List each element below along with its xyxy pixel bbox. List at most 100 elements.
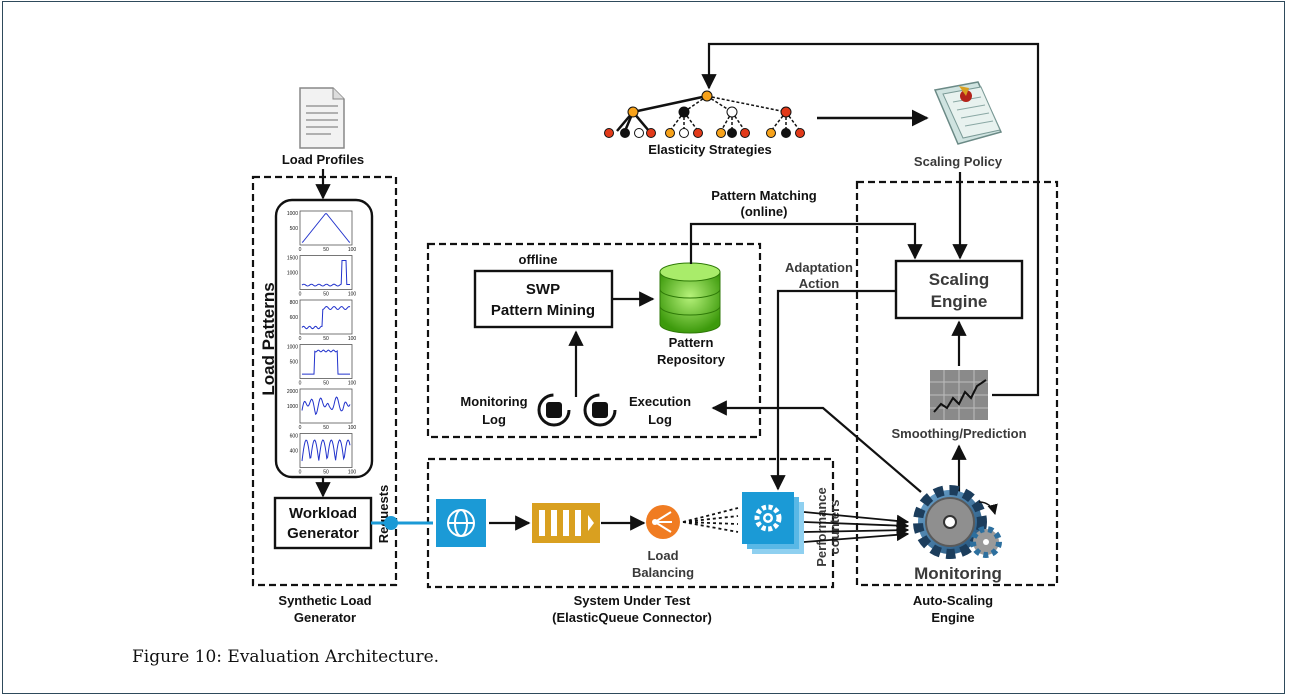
mini-chart-ytick: 1000 bbox=[287, 404, 298, 410]
mini-chart-ytick: 600 bbox=[290, 315, 299, 321]
mini-chart-xtick: 50 bbox=[323, 381, 329, 387]
ase-label-2: Engine bbox=[931, 610, 974, 625]
mini-chart: 1500 1000 0 50 100 bbox=[287, 255, 357, 298]
mini-chart: 1000 500 0 50 100 bbox=[287, 344, 357, 387]
ase-label-1: Auto-Scaling bbox=[913, 593, 993, 608]
workload-generator-label-1: Workload bbox=[289, 505, 357, 522]
arrow-adaptation-action bbox=[770, 289, 896, 491]
chart-icon bbox=[930, 370, 988, 420]
scaling-engine-label-1: Scaling bbox=[929, 270, 989, 289]
mini-chart-xtick: 100 bbox=[348, 336, 357, 342]
mini-chart: 2000 1000 0 50 100 bbox=[287, 388, 357, 431]
mini-chart-line bbox=[302, 349, 350, 375]
load-balancer-icon bbox=[646, 505, 680, 539]
dispatch-dashes bbox=[682, 507, 739, 533]
mini-chart-xtick: 0 bbox=[299, 381, 302, 387]
swp-label-1: SWP bbox=[526, 281, 560, 298]
gears-icon bbox=[913, 485, 1002, 559]
counter-arrows bbox=[803, 511, 910, 543]
mini-chart-xtick: 50 bbox=[323, 470, 329, 476]
synthetic-load-generator-box bbox=[251, 175, 398, 587]
scaling-engine-box bbox=[894, 259, 1024, 320]
smoothing-label: Smoothing/Prediction bbox=[891, 426, 1026, 441]
mini-chart-xtick: 0 bbox=[299, 470, 302, 476]
arrow-monitoring-to-execution-log bbox=[711, 400, 922, 493]
mini-chart-ytick: 400 bbox=[290, 449, 299, 455]
swp-label-2: Pattern Mining bbox=[491, 302, 595, 319]
mini-chart-xtick: 50 bbox=[323, 336, 329, 342]
sut-label-2: (ElasticQueue Connector) bbox=[552, 610, 712, 625]
mini-chart-xtick: 50 bbox=[323, 425, 329, 431]
offline-box bbox=[426, 242, 762, 439]
mini-chart: 800 600 0 50 100 bbox=[290, 299, 357, 342]
tree-icon bbox=[604, 90, 805, 138]
synthetic-label-2: Generator bbox=[294, 610, 356, 625]
arrow-pattern-matching bbox=[689, 222, 923, 264]
mini-chart-xtick: 100 bbox=[348, 292, 357, 298]
workload-generator-box bbox=[273, 496, 373, 550]
log-cycle-icon bbox=[537, 393, 617, 427]
policy-scroll-icon bbox=[933, 81, 1003, 145]
counters-label: counters bbox=[827, 500, 842, 555]
repo-label-1: Pattern bbox=[669, 335, 714, 350]
mini-chart-line bbox=[301, 305, 351, 330]
globe-icon bbox=[436, 499, 486, 547]
mini-chart-ytick: 1000 bbox=[287, 271, 298, 277]
auto-scaling-engine-box bbox=[855, 180, 1059, 587]
figure-caption: Figure 10: Evaluation Architecture. bbox=[132, 647, 440, 667]
mini-chart-ytick: 1000 bbox=[287, 345, 298, 351]
load-patterns-label: Load Patterns bbox=[259, 282, 278, 395]
mini-chart-xtick: 0 bbox=[299, 425, 302, 431]
mini-chart-line bbox=[301, 213, 351, 243]
mini-chart-ytick: 2000 bbox=[287, 389, 298, 395]
performance-label: Performance bbox=[814, 487, 829, 566]
execution-log-label-1: Execution bbox=[629, 394, 691, 409]
mini-chart-ytick: 600 bbox=[290, 434, 299, 440]
execution-log-label-2: Log bbox=[648, 412, 672, 427]
mini-chart-ytick: 500 bbox=[290, 360, 299, 366]
connector-dot bbox=[384, 516, 398, 530]
mini-chart-ytick: 1500 bbox=[287, 256, 298, 262]
mini-chart-xtick: 50 bbox=[323, 292, 329, 298]
swp-box bbox=[473, 269, 614, 329]
mini-chart-xtick: 100 bbox=[348, 381, 357, 387]
offline-label: offline bbox=[519, 252, 558, 267]
lb-label-1: Load bbox=[647, 548, 678, 563]
synthetic-label-1: Synthetic Load bbox=[278, 593, 371, 608]
mini-chart-ytick: 500 bbox=[290, 226, 299, 232]
adaptation-label-2: Action bbox=[799, 276, 840, 291]
queue-icon bbox=[532, 503, 600, 543]
mini-chart-frame bbox=[299, 299, 353, 335]
mini-chart-frame bbox=[299, 344, 353, 379]
requests-label: Requests bbox=[376, 485, 391, 544]
mini-chart-xtick: 0 bbox=[299, 336, 302, 342]
mini-chart-xtick: 100 bbox=[348, 470, 357, 476]
load-profiles-label: Load Profiles bbox=[282, 152, 364, 167]
mini-chart-xtick: 0 bbox=[299, 292, 302, 298]
gear-service-icon bbox=[742, 492, 804, 554]
monitoring-label: Monitoring bbox=[914, 564, 1002, 583]
document-icon bbox=[299, 87, 345, 149]
mini-chart: 600 400 0 50 100 bbox=[290, 433, 357, 476]
mini-chart-xtick: 50 bbox=[323, 247, 329, 253]
mini-chart-xtick: 100 bbox=[348, 425, 357, 431]
mini-chart: 1000 500 0 50 100 bbox=[287, 210, 357, 253]
adaptation-label-1: Adaptation bbox=[785, 260, 853, 275]
mini-chart-ytick: 800 bbox=[290, 300, 299, 306]
arrow-feedback-loop bbox=[701, 42, 1040, 397]
database-icon bbox=[659, 262, 721, 334]
mini-chart-ytick: 1000 bbox=[287, 211, 298, 217]
mini-chart-line bbox=[301, 260, 350, 287]
mini-chart-xtick: 0 bbox=[299, 247, 302, 253]
mini-chart-line bbox=[301, 396, 351, 416]
pattern-matching-label-1: Pattern Matching bbox=[711, 188, 817, 203]
scaling-engine-label-2: Engine bbox=[931, 292, 988, 311]
monitoring-log-label-1: Monitoring bbox=[460, 394, 527, 409]
mini-chart-xtick: 100 bbox=[348, 247, 357, 253]
scaling-policy-label: Scaling Policy bbox=[914, 154, 1003, 169]
workload-generator-label-2: Generator bbox=[287, 525, 359, 542]
mini-chart-line bbox=[301, 439, 351, 462]
pattern-matching-label-2: (online) bbox=[741, 204, 788, 219]
